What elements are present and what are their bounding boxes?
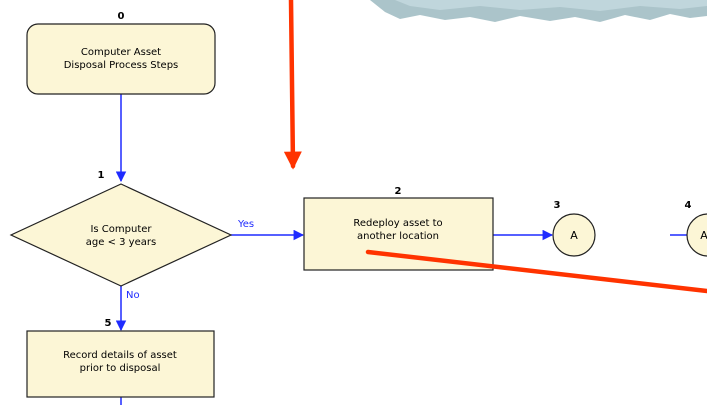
node-redeploy[interactable]: 2 Redeploy asset to another location xyxy=(303,186,494,271)
decision-label-line2: age < 3 years xyxy=(86,237,156,248)
decision-label-line1: Is Computer xyxy=(90,224,152,235)
start-label-line1: Computer Asset xyxy=(81,47,161,58)
redeploy-label-line2: another location xyxy=(357,231,439,242)
annotation-arrow-down xyxy=(283,0,302,170)
record-box xyxy=(26,330,215,398)
start-box xyxy=(26,23,216,95)
offpage-a-label: A xyxy=(570,229,578,242)
step-number-0: 0 xyxy=(118,11,125,22)
offpage-a2-circle xyxy=(686,213,707,257)
edge-label-no: No xyxy=(126,290,140,301)
node-offpage-a2[interactable]: 4 A xyxy=(685,200,707,257)
step-number-3: 3 xyxy=(554,200,561,211)
edge-label-yes: Yes xyxy=(237,219,254,230)
decorative-image-fragment-highlight xyxy=(395,0,707,11)
record-label-line2: prior to disposal xyxy=(80,363,161,374)
offpage-a2-label: A xyxy=(700,229,707,242)
step-number-5: 5 xyxy=(105,318,112,329)
step-number-2: 2 xyxy=(395,186,402,197)
node-start[interactable]: 0 Computer Asset Disposal Process Steps xyxy=(26,11,216,95)
offpage-a-circle xyxy=(552,213,596,257)
decision-diamond xyxy=(9,183,233,287)
redeploy-box xyxy=(303,197,494,271)
step-number-4: 4 xyxy=(685,200,692,211)
step-number-1: 1 xyxy=(98,170,105,181)
redeploy-label-line1: Redeploy asset to xyxy=(353,218,442,229)
record-label-line1: Record details of asset xyxy=(63,350,177,361)
node-record[interactable]: 5 Record details of asset prior to dispo… xyxy=(26,318,215,398)
node-offpage-a[interactable]: 3 A xyxy=(552,200,596,257)
annotation-line-diagonal xyxy=(365,249,707,294)
node-decision[interactable]: 1 Is Computer age < 3 years xyxy=(9,170,233,287)
start-label-line2: Disposal Process Steps xyxy=(64,60,179,71)
